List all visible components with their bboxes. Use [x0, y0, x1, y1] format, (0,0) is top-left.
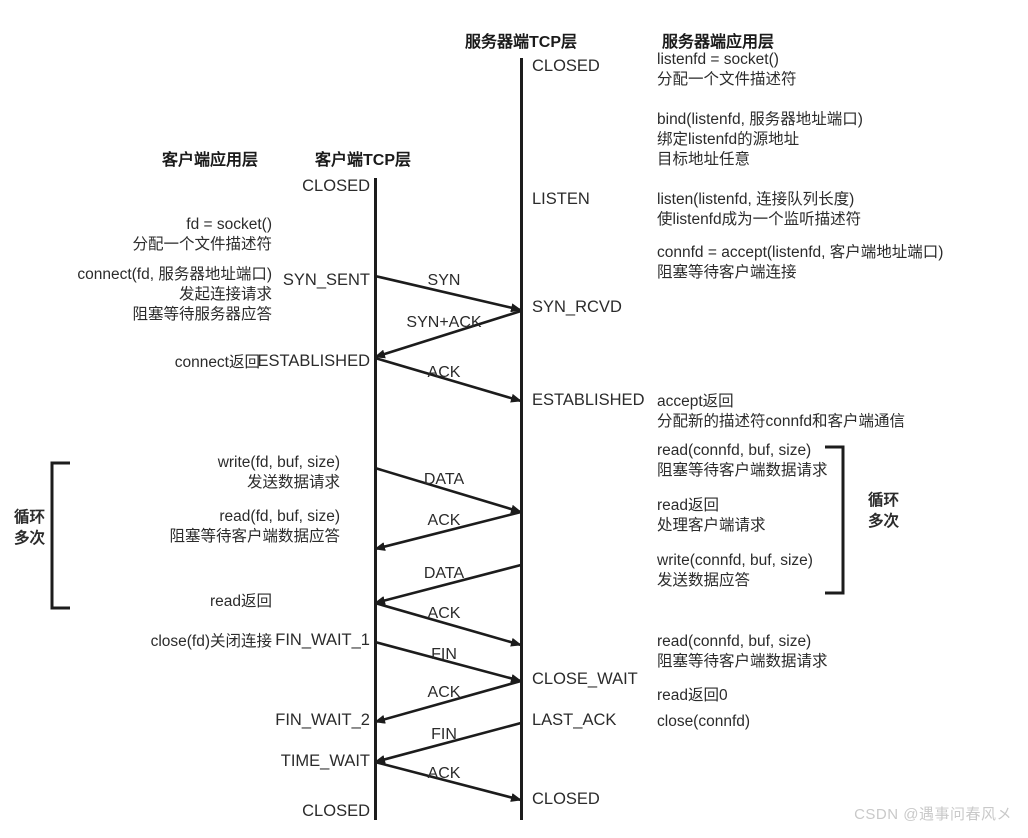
packet-label-ack1: ACK — [427, 364, 461, 381]
packet-label-ack2: ACK — [427, 512, 461, 529]
packet-label-data2: DATA — [423, 565, 465, 582]
client-note-connect-return: connect返回 — [174, 354, 260, 371]
server-note-close-connfd: close(connfd) — [657, 713, 751, 730]
client-state-fin_wait_2-4: FIN_WAIT_2 — [275, 711, 370, 729]
column-header-client_app: 客户端应用层 — [161, 152, 259, 169]
server-note-read-return-0: read返回0 — [657, 687, 728, 704]
server-lifeline — [519, 58, 523, 820]
client-lifeline — [373, 178, 377, 820]
packet-label-data1: DATA — [423, 471, 465, 488]
packet-label-syn: SYN — [427, 272, 461, 289]
packet-label-ack4: ACK — [427, 684, 461, 701]
client-state-established-2: ESTABLISHED — [257, 352, 370, 370]
server-note-read2: read(connfd, buf, size) 阻塞等待客户端数据请求 — [657, 633, 828, 670]
message-arrows — [374, 274, 522, 802]
client-state-closed-0: CLOSED — [302, 177, 370, 195]
packet-label-fin2: FIN — [431, 726, 457, 743]
packet-label-ack3: ACK — [427, 605, 461, 622]
server-note-read-return: read返回 处理客户端请求 — [657, 497, 766, 534]
server-note-socket: listenfd = socket() 分配一个文件描述符 — [657, 51, 797, 88]
client-state-closed-6: CLOSED — [302, 802, 370, 820]
client-note-read-return: read返回 — [209, 593, 272, 610]
client-note-connect: connect(fd, 服务器地址端口) 发起连接请求 阻塞等待服务器应答 — [77, 266, 272, 323]
client-state-time_wait-5: TIME_WAIT — [280, 752, 370, 770]
packet-label-ack5: ACK — [427, 765, 461, 782]
column-header-server_app: 服务器端应用层 — [661, 34, 775, 51]
server-state-closed-0: CLOSED — [532, 57, 600, 75]
server-state-last_ack-5: LAST_ACK — [532, 711, 617, 729]
watermark: CSDN @遇事问春风メ — [854, 806, 1012, 823]
column-header-client_tcp: 客户端TCP层 — [314, 152, 412, 169]
server-note-accept-return: accept返回 分配新的描述符connfd和客户端通信 — [657, 393, 906, 430]
server-state-established-3: ESTABLISHED — [532, 391, 645, 409]
server-note-listen: listen(listenfd, 连接队列长度) 使listenfd成为一个监听… — [657, 191, 862, 228]
server-state-listen-1: LISTEN — [532, 190, 590, 208]
packet-label-syn-ack: SYN+ACK — [406, 314, 482, 331]
server-state-closed-6: CLOSED — [532, 790, 600, 808]
loop-label-server-loop: 循环 多次 — [868, 492, 900, 530]
server-note-accept: connfd = accept(listenfd, 客户端地址端口) 阻塞等待客… — [657, 244, 944, 281]
client-note-socket: fd = socket() 分配一个文件描述符 — [132, 216, 272, 253]
server-state-syn_rcvd-2: SYN_RCVD — [532, 298, 622, 316]
column-header-server_tcp: 服务器端TCP层 — [464, 34, 578, 51]
client-note-close: close(fd)关闭连接 — [150, 633, 272, 650]
client-note-read: read(fd, buf, size) 阻塞等待客户端数据应答 — [169, 508, 340, 545]
loop-bracket-client-loop — [50, 461, 70, 610]
loop-label-client-loop: 循环 多次 — [14, 509, 46, 547]
server-note-write: write(connfd, buf, size) 发送数据应答 — [657, 552, 813, 589]
packet-label-fin1: FIN — [431, 646, 457, 663]
client-note-write: write(fd, buf, size) 发送数据请求 — [217, 454, 340, 491]
client-state-syn_sent-1: SYN_SENT — [282, 271, 370, 289]
server-note-read1: read(connfd, buf, size) 阻塞等待客户端数据请求 — [657, 442, 828, 479]
server-note-bind: bind(listenfd, 服务器地址端口) 绑定listenfd的源地址 目… — [657, 111, 863, 168]
client-state-fin_wait_1-3: FIN_WAIT_1 — [275, 631, 370, 649]
server-state-close_wait-4: CLOSE_WAIT — [532, 670, 638, 688]
